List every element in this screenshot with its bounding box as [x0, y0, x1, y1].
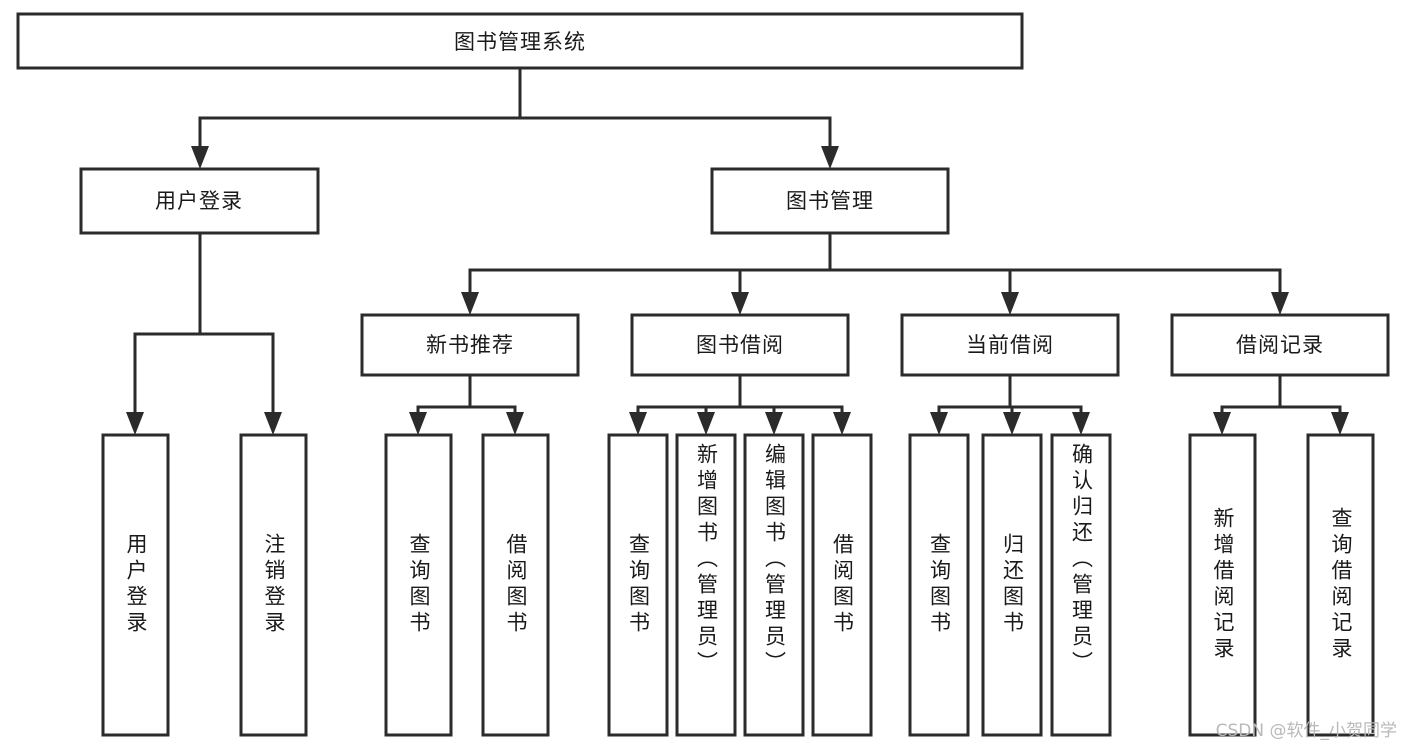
- leaf-box-add-book-admin[interactable]: [675, 433, 737, 737]
- arrow-head-icon: [191, 146, 209, 169]
- leaf-box-user-login[interactable]: [101, 433, 170, 737]
- arrow-head-icon: [731, 292, 749, 315]
- arrow-head-icon: [1001, 292, 1019, 315]
- arrow-head-icon: [264, 412, 282, 435]
- leaf-box-return-books[interactable]: [981, 433, 1043, 737]
- node-borrow-records-box[interactable]: [1170, 313, 1390, 377]
- arrow-head-icon: [461, 292, 479, 315]
- arrow-head-icon: [821, 146, 839, 169]
- node-user-login[interactable]: 用户登录: [79, 167, 320, 235]
- arrow-head-icon: [765, 412, 783, 435]
- leaf-box-query-books-current[interactable]: [908, 433, 970, 737]
- arrow-head-icon: [1072, 412, 1090, 435]
- arrow-head-icon: [1271, 292, 1289, 315]
- node-book-management-label: 图书管理: [786, 189, 874, 213]
- leaf-box-confirm-return-admin[interactable]: [1050, 433, 1112, 737]
- node-root[interactable]: 图书管理系统: [16, 12, 1024, 70]
- node-root-label: 图书管理系统: [454, 30, 586, 54]
- leaf-box-layer: [101, 433, 1375, 737]
- arrow-head-icon: [1331, 412, 1349, 435]
- arrow-head-icon: [126, 412, 144, 435]
- arrow-head-icon: [506, 412, 524, 435]
- leaf-box-logout[interactable]: [239, 433, 308, 737]
- node-current-borrow-label: 当前借阅: [966, 333, 1054, 357]
- arrow-head-icon: [1003, 412, 1021, 435]
- node-new-book-recommend-box[interactable]: [360, 313, 580, 377]
- node-book-borrow-box[interactable]: [630, 313, 850, 377]
- arrow-head-icon: [1213, 412, 1231, 435]
- leaf-box-borrow-books-new[interactable]: [481, 433, 550, 737]
- leaf-box-query-books-new[interactable]: [384, 433, 453, 737]
- arrow-head-icon: [833, 412, 851, 435]
- node-current-borrow[interactable]: 当前借阅: [900, 313, 1120, 377]
- node-user-login-label: 用户登录: [155, 189, 243, 213]
- arrow-head-icon: [409, 412, 427, 435]
- leaf-box-query-borrow-record[interactable]: [1306, 433, 1375, 737]
- leaf-box-borrow-books[interactable]: [811, 433, 873, 737]
- node-new-book-recommend[interactable]: 新书推荐: [360, 313, 580, 377]
- node-borrow-records-label: 借阅记录: [1236, 333, 1324, 357]
- csdn-watermark: CSDN @软件_小贺同学: [1215, 721, 1397, 741]
- node-user-login-box[interactable]: [79, 167, 320, 235]
- connector-layer: [126, 66, 1349, 435]
- node-root-box[interactable]: [16, 12, 1024, 70]
- node-book-borrow-label: 图书借阅: [696, 333, 784, 357]
- node-book-management-box[interactable]: [710, 167, 950, 235]
- node-borrow-records[interactable]: 借阅记录: [1170, 313, 1390, 377]
- leaf-box-add-borrow-record[interactable]: [1188, 433, 1257, 737]
- node-book-borrow[interactable]: 图书借阅: [630, 313, 850, 377]
- leaf-box-query-books-borrow[interactable]: [607, 433, 669, 737]
- arrow-head-icon: [930, 412, 948, 435]
- arrow-head-icon: [697, 412, 715, 435]
- node-current-borrow-box[interactable]: [900, 313, 1120, 377]
- arrow-head-icon: [629, 412, 647, 435]
- leaf-box-edit-book-admin[interactable]: [743, 433, 805, 737]
- node-new-book-recommend-label: 新书推荐: [426, 333, 514, 357]
- node-book-management[interactable]: 图书管理: [710, 167, 950, 235]
